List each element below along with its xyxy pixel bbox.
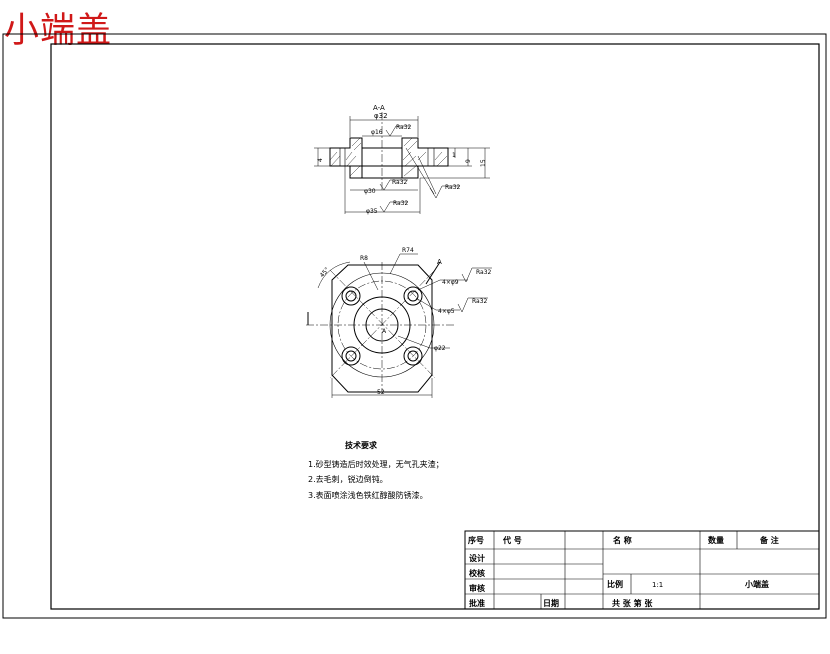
tb-design: 设计 xyxy=(469,553,485,563)
hatch-right xyxy=(402,137,448,177)
flange-outline xyxy=(329,137,449,167)
bolt-hole-tr xyxy=(403,286,423,306)
cut-label-A: A xyxy=(437,258,442,266)
cut-arrow-right xyxy=(425,261,441,285)
dim-r74: R74 xyxy=(402,247,414,254)
tb-scale-label: 比例 xyxy=(607,579,623,589)
tb-seq: 序号 xyxy=(468,535,484,545)
roughness-mark-6 xyxy=(457,297,488,313)
tb-remark: 备 注 xyxy=(759,535,779,545)
tb-sheet: 共 张 第 张 xyxy=(612,598,653,608)
tb-scale-value: 1:1 xyxy=(652,581,663,589)
roughness-mark-2 xyxy=(379,179,408,191)
dim-h1: 1 xyxy=(452,152,456,159)
roughness-4: Ra32 xyxy=(445,184,461,191)
angle-arc xyxy=(317,261,351,289)
dim-holes2: 4×φ5 xyxy=(438,308,455,315)
dim-h15: 15 xyxy=(480,159,487,167)
roughness-mark-4 xyxy=(429,185,460,199)
drawing-title-stamp: 小端盖 xyxy=(4,11,113,51)
note-1: 1.砂型铸造后时效处理，无气孔夹渣； xyxy=(308,459,444,469)
technical-notes: 技术要求 1.砂型铸造后时效处理，无气孔夹渣； 2.去毛刺，锐边倒钝。 3.表面… xyxy=(308,440,444,500)
roughness-mark-5 xyxy=(461,267,492,283)
title-block: 序号 代 号 名 称 数量 备 注 设计 校核 审核 批准 日期 比例 1:1 … xyxy=(464,530,820,610)
dim-d30: φ30 xyxy=(364,188,376,195)
sheet-outer-border xyxy=(2,33,827,619)
dim-holes1: 4×φ9 xyxy=(442,279,459,286)
title-block-frame xyxy=(464,530,820,610)
dim-h4: 4 xyxy=(317,158,324,162)
tb-code: 代 号 xyxy=(502,535,522,545)
roughness-3: Ra32 xyxy=(393,200,409,207)
tb-name: 名 称 xyxy=(613,535,632,545)
tb-review: 审核 xyxy=(469,583,485,593)
dim-r8: R8 xyxy=(360,255,368,262)
roughness-mark-1 xyxy=(385,125,410,137)
tb-check: 校核 xyxy=(469,568,485,578)
roughness-5: Ra32 xyxy=(476,269,492,276)
dim-h9: 9 xyxy=(465,159,472,163)
plan-view: A R8 R74 45° 4×φ9 Ra32 4×φ5 Ra32 φ22 A xyxy=(306,247,492,398)
roughness-2: Ra32 xyxy=(392,179,408,186)
center-mark-A: A xyxy=(382,328,387,335)
dim-d16: φ16 xyxy=(371,129,383,136)
sheet-inner-frame xyxy=(50,43,820,610)
notes-heading: 技术要求 xyxy=(345,440,378,450)
bolt-hole-tl xyxy=(341,286,361,306)
dim-d22: φ22 xyxy=(434,345,446,352)
note-2: 2.去毛刺，锐边倒钝。 xyxy=(308,474,388,484)
dim-width: 52 xyxy=(377,389,385,396)
section-label: A-A xyxy=(373,104,385,112)
tb-approve: 批准 xyxy=(469,598,485,608)
roughness-mark-3 xyxy=(379,201,408,213)
dim-angle: 45° xyxy=(319,266,331,279)
tb-part-name: 小端盖 xyxy=(744,579,769,589)
hatch-left xyxy=(329,137,362,177)
bolt-hole-bl xyxy=(341,346,361,366)
dim-d32: φ32 xyxy=(374,112,388,120)
plan-diag-2 xyxy=(329,269,436,379)
bolt-hole-br xyxy=(403,346,423,366)
section-view: A-A xyxy=(314,104,490,215)
flange-plan-outline xyxy=(331,264,433,393)
tb-date: 日期 xyxy=(543,598,559,608)
hub-outline xyxy=(349,165,419,179)
note-3: 3.表面喷涂浅色铁红醇酸防锈漆。 xyxy=(308,490,428,500)
roughness-1: Ra32 xyxy=(396,124,412,131)
roughness-6: Ra32 xyxy=(472,298,488,305)
dim-d35: φ35 xyxy=(366,208,378,215)
tb-qty: 数量 xyxy=(708,535,724,545)
